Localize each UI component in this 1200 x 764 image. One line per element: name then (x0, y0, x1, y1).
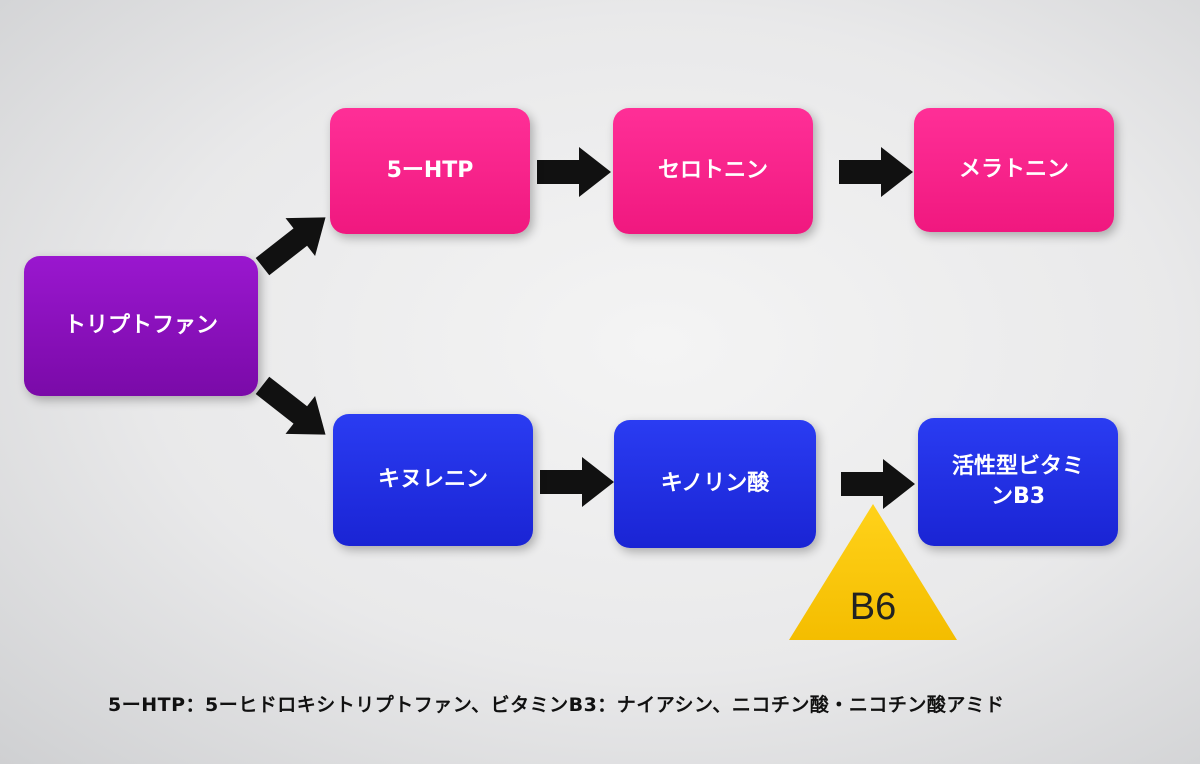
arrow-kynurenine-to-quinolinic (540, 457, 614, 507)
node-kynurenine-label: キヌレニン (377, 467, 488, 493)
node-serotonin: セロトニン (613, 108, 813, 234)
cofactor-b6: B6 (785, 500, 961, 644)
arrow-serotonin-to-melatonin (839, 147, 913, 197)
node-quinolinic-acid: キノリン酸 (614, 420, 816, 548)
arrow-tryptophan-to-5htp (255, 217, 326, 276)
node-tryptophan: トリプトファン (24, 256, 258, 396)
node-serotonin-label: セロトニン (657, 158, 768, 184)
node-active-vitamin-b3: 活性型ビタミ ンB3 (918, 418, 1118, 546)
triangle-icon (789, 504, 957, 640)
arrow-tryptophan-to-kynurenine (255, 376, 326, 435)
cofactor-b6-label: B6 (849, 586, 897, 628)
node-melatonin-label: メラトニン (958, 157, 1069, 183)
node-melatonin: メラトニン (914, 108, 1114, 232)
node-quinolinic-acid-label: キノリン酸 (660, 471, 770, 497)
footnote: 5ーHTP：5ーヒドロキシトリプトファン、ビタミンB3：ナイアシン、ニコチン酸・… (108, 694, 1005, 716)
node-5-htp-label: 5ーHTP (386, 158, 474, 184)
node-kynurenine: キヌレニン (333, 414, 533, 546)
node-tryptophan-label: トリプトファン (63, 313, 218, 339)
arrow-quinolinic-to-vitamin-b3 (841, 459, 915, 509)
arrow-5htp-to-serotonin (537, 147, 611, 197)
node-active-vitamin-b3-label: 活性型ビタミ ンB3 (951, 454, 1084, 509)
node-5-htp: 5ーHTP (330, 108, 530, 234)
